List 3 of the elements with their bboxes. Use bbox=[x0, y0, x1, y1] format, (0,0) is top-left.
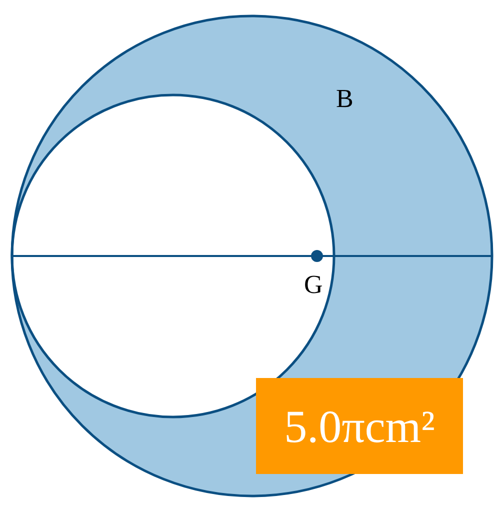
area-value-label: 5.0πcm² bbox=[256, 378, 463, 474]
region-label: B bbox=[336, 86, 354, 112]
point-label: G bbox=[304, 272, 323, 298]
